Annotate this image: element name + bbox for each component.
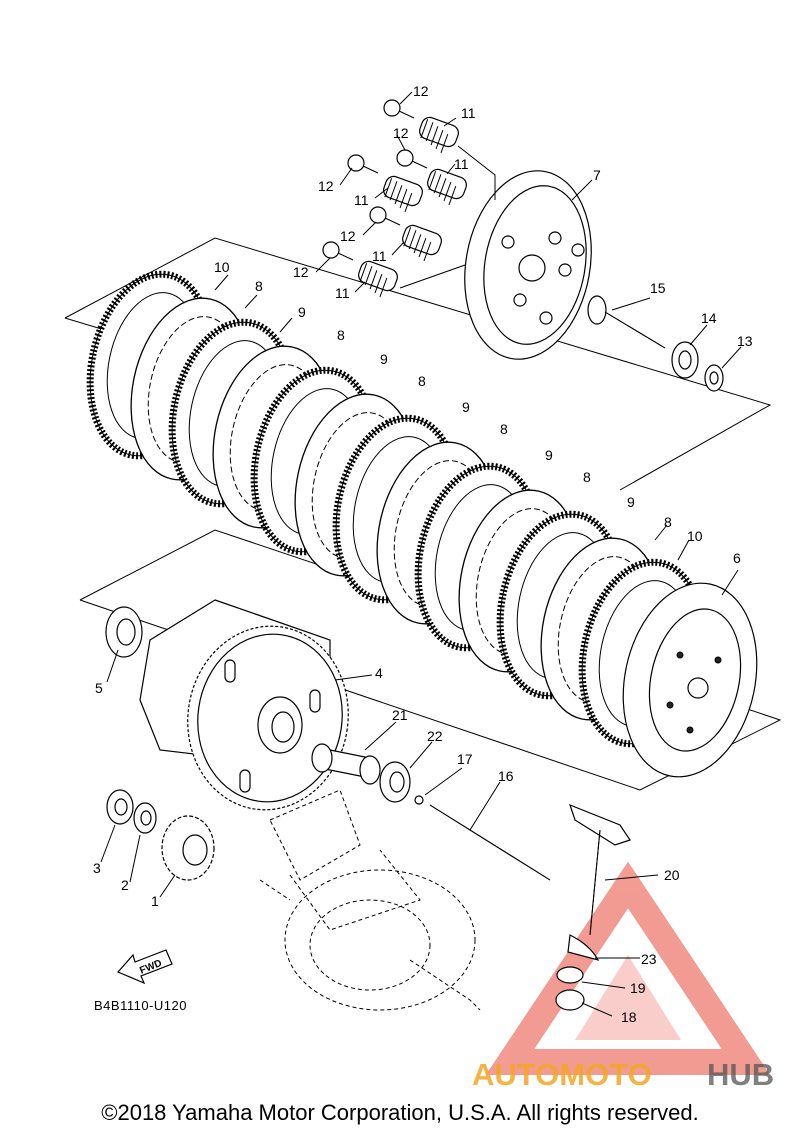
callout-9: 9: [627, 494, 635, 510]
pressure-plate: [464, 170, 592, 360]
callout-12: 12: [293, 264, 309, 280]
callout-9: 9: [380, 351, 388, 367]
callout-labels: 12 11 12 11 12 11 12 11 12 11 7 15 14 13…: [93, 83, 753, 1025]
callout-6: 6: [733, 550, 741, 566]
fwd-arrow: FWD: [116, 949, 173, 985]
callout-15: 15: [650, 280, 666, 296]
bolt: [347, 154, 379, 174]
watermark-logo-shape: [485, 861, 771, 1075]
callout-7: 7: [593, 167, 601, 183]
callout-12: 12: [393, 125, 409, 141]
callout-23: 23: [641, 951, 657, 967]
callout-13: 13: [737, 333, 753, 349]
watermark-text-auto-moto: AUTOMOTO: [472, 1057, 652, 1092]
push-rod-long: [429, 804, 551, 881]
watermark-text-hub: HUB: [707, 1057, 774, 1092]
callout-10: 10: [214, 259, 230, 275]
diagram-code: B4B1110-U120: [94, 998, 187, 1013]
callout-5: 5: [95, 680, 103, 696]
leader-lines: [100, 91, 742, 1017]
springs-and-bolts: [322, 99, 496, 298]
callout-11: 11: [335, 285, 350, 301]
bolt: [383, 99, 415, 119]
callout-11: 11: [372, 248, 387, 264]
callout-17: 17: [457, 751, 473, 767]
callout-4: 4: [375, 665, 383, 681]
spring: [383, 175, 423, 213]
clutch-lever-assembly: [555, 803, 631, 1011]
callout-2: 2: [121, 877, 129, 893]
bolt: [369, 206, 401, 226]
callout-19: 19: [630, 980, 646, 996]
callout-14: 14: [701, 310, 717, 326]
callout-11: 11: [461, 105, 476, 121]
callout-8: 8: [500, 421, 508, 437]
callout-9: 9: [298, 304, 306, 320]
callout-12: 12: [318, 178, 334, 194]
primary-drive-gear-set: [106, 789, 215, 881]
callout-20: 20: [664, 867, 680, 883]
callout-12: 12: [340, 228, 356, 244]
callout-9: 9: [545, 447, 553, 463]
spring: [402, 224, 442, 262]
callout-21: 21: [392, 707, 408, 723]
spring: [419, 116, 459, 154]
callout-8: 8: [255, 278, 263, 294]
callout-12: 12: [413, 83, 429, 99]
spacer-washer-ball: [311, 743, 424, 805]
crankshaft-phantom: [259, 789, 481, 1011]
callout-11: 11: [454, 156, 469, 172]
clutch-boss: [622, 582, 758, 778]
bolt: [396, 149, 428, 169]
spring: [427, 168, 467, 206]
callout-11: 11: [354, 192, 369, 208]
callout-8: 8: [337, 327, 345, 343]
callout-22: 22: [427, 728, 443, 744]
copyright-notice: ©2018 Yamaha Motor Corporation, U.S.A. A…: [101, 1100, 699, 1125]
thrust-washer: [105, 606, 143, 658]
callout-1: 1: [151, 893, 159, 909]
callout-10: 10: [687, 528, 703, 544]
callout-8: 8: [583, 469, 591, 485]
push-rod-assembly: [587, 295, 724, 392]
callout-3: 3: [93, 860, 101, 876]
callout-8: 8: [664, 514, 672, 530]
callout-8: 8: [418, 373, 426, 389]
callout-16: 16: [498, 768, 514, 784]
watermark-brand: AUTOMOTO HUB: [472, 1057, 774, 1092]
spring: [358, 260, 398, 298]
bolt: [322, 241, 354, 261]
callout-18: 18: [621, 1009, 637, 1025]
clutch-housing: [139, 599, 349, 811]
callout-9: 9: [462, 399, 470, 415]
